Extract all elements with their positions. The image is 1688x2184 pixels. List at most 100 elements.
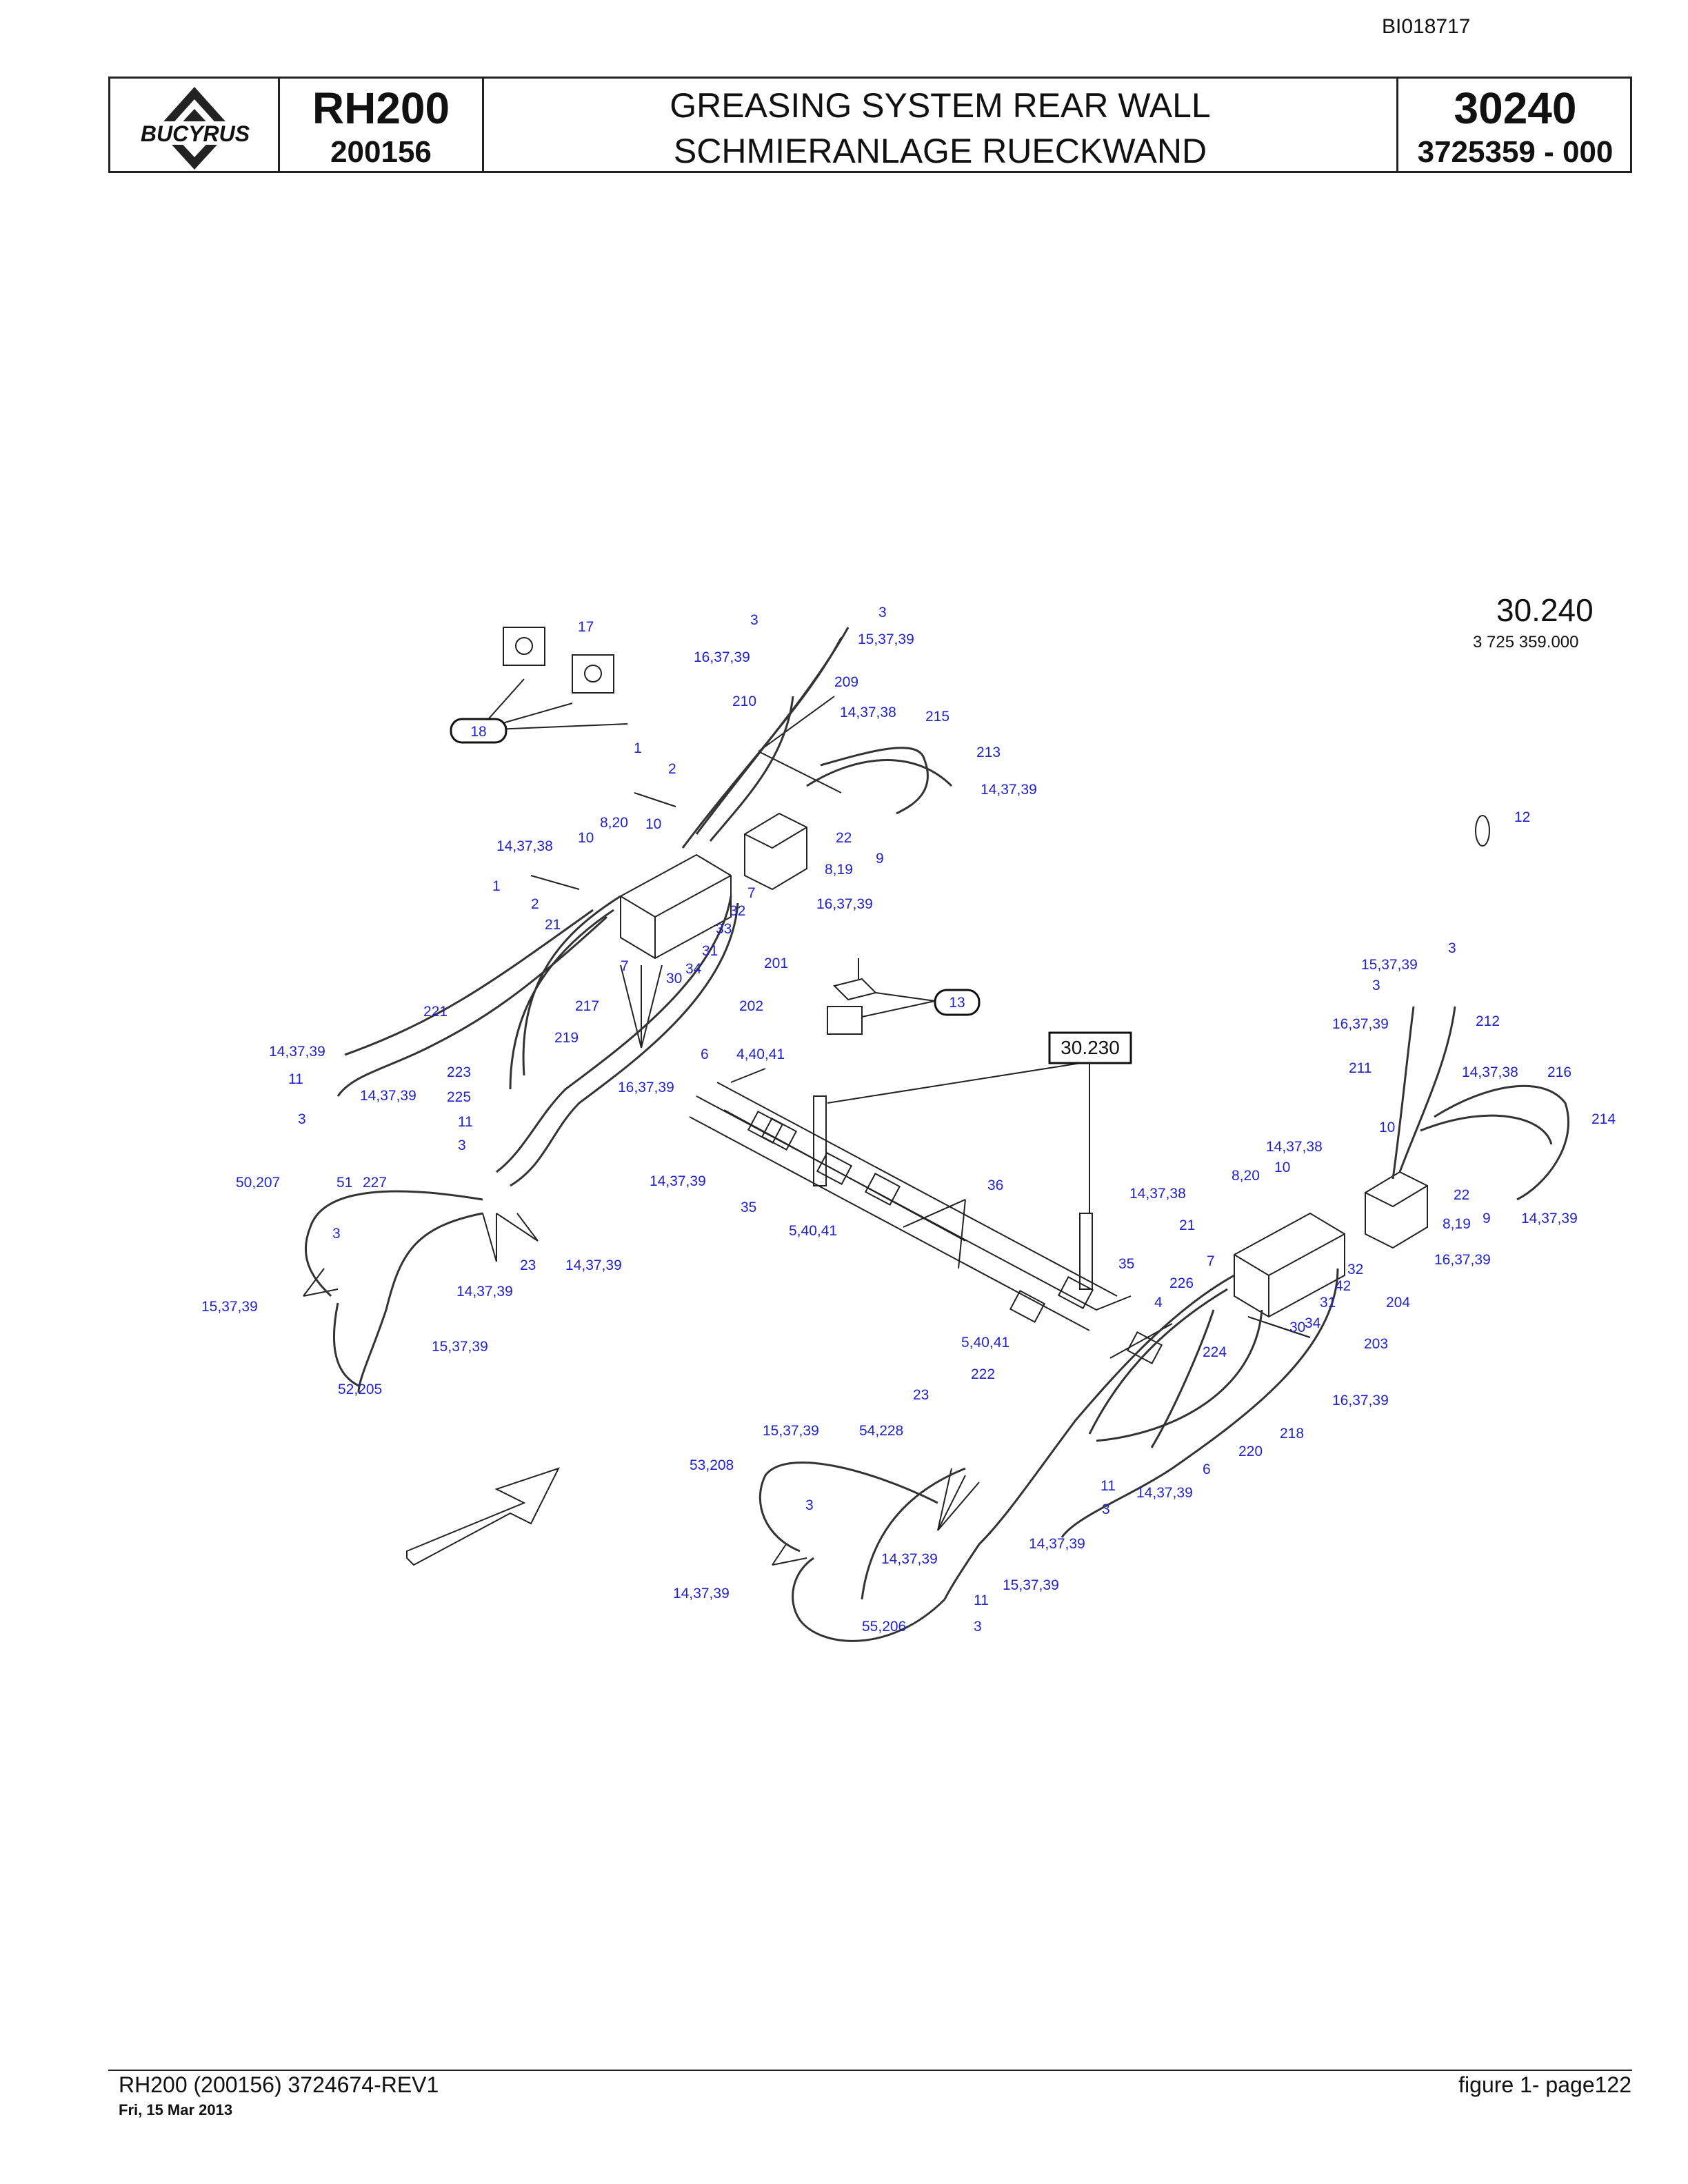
part-label: 5,40,41 — [961, 1335, 1009, 1351]
diagram-hoses — [304, 627, 1570, 1642]
part-label: 14,37,38 — [840, 705, 896, 720]
part-label: 35 — [741, 1200, 756, 1215]
drawing-ref-number: 3 725 359.000 — [1473, 633, 1579, 651]
direction-arrow-icon — [406, 1467, 560, 1566]
part-label: 15,37,39 — [432, 1339, 488, 1355]
part-label: 31 — [702, 943, 718, 959]
part-label: 215 — [925, 709, 950, 725]
part-label: 221 — [423, 1004, 448, 1020]
svg-text:BUCYRUS: BUCYRUS — [141, 121, 250, 146]
part-label: 21 — [545, 917, 561, 933]
part-label: 6 — [1203, 1462, 1211, 1477]
part-label: 23 — [520, 1257, 536, 1273]
part-label: 1 — [634, 740, 642, 756]
part-label: 220 — [1238, 1444, 1263, 1459]
callout-13-label: 13 — [949, 995, 965, 1011]
part-label: 226 — [1169, 1275, 1194, 1291]
document-id: BI018717 — [1382, 15, 1471, 38]
part-label: 14,37,39 — [1029, 1536, 1085, 1552]
model-name: RH200 — [312, 83, 450, 133]
part-label: 17 — [578, 619, 594, 635]
part-label: 217 — [575, 998, 599, 1014]
group-number: 30240 — [1454, 83, 1577, 133]
part-label: 16,37,39 — [816, 896, 873, 912]
part-label: 218 — [1280, 1426, 1304, 1442]
diagram-structure — [303, 627, 1490, 1566]
part-label: 50,207 — [236, 1175, 280, 1191]
title-german: SCHMIERANLAGE RUECKWAND — [673, 132, 1207, 170]
part-label: 14,37,38 — [1266, 1139, 1323, 1155]
part-label: 7 — [621, 958, 629, 974]
part-label: 55,206 — [862, 1619, 906, 1635]
part-label: 36 — [987, 1177, 1003, 1193]
part-label: 203 — [1364, 1336, 1388, 1352]
part-label: 4,40,41 — [736, 1046, 785, 1062]
part-label: 16,37,39 — [1434, 1252, 1491, 1268]
part-label: 216 — [1547, 1064, 1571, 1080]
part-label: 12 — [1514, 809, 1530, 825]
model-cell: RH200 200156 — [280, 79, 484, 171]
part-label: 3 — [458, 1138, 466, 1153]
part-label: 8,20 — [1232, 1168, 1260, 1184]
part-label: 2 — [531, 896, 539, 912]
part-label: 2 — [668, 761, 676, 777]
part-label: 3 — [750, 612, 758, 628]
part-label: 8,19 — [1443, 1216, 1471, 1232]
part-label: 3 — [298, 1111, 306, 1127]
part-label: 22 — [836, 830, 852, 846]
part-label: 14,37,39 — [456, 1284, 513, 1300]
part-label: 54,228 — [859, 1423, 903, 1439]
part-label: 8,20 — [600, 815, 628, 831]
part-label: 9 — [1483, 1211, 1491, 1226]
part-label: 32 — [730, 903, 745, 919]
part-label: 15,37,39 — [201, 1299, 258, 1315]
serial-number: 200156 — [330, 135, 432, 169]
part-label: 9 — [876, 851, 884, 867]
part-label: 3 — [1102, 1502, 1110, 1517]
callout-18-label: 18 — [470, 724, 486, 740]
part-label: 21 — [1179, 1217, 1195, 1233]
part-label: 4 — [1154, 1295, 1163, 1311]
part-label: 16,37,39 — [618, 1080, 674, 1095]
part-label: 11 — [458, 1114, 473, 1130]
part-number: 3725359 - 000 — [1417, 135, 1614, 169]
footer-divider — [108, 2070, 1632, 2071]
part-label: 3 — [805, 1497, 814, 1513]
part-label: 11 — [1101, 1478, 1116, 1494]
part-label: 51 — [336, 1175, 352, 1191]
callout-18: 18 — [450, 718, 508, 744]
part-label: 14,37,38 — [1129, 1186, 1186, 1202]
part-label: 33 — [716, 921, 732, 937]
title-cell: GREASING SYSTEM REAR WALL SCHMIERANLAGE … — [484, 79, 1398, 171]
part-label: 14,37,39 — [650, 1173, 706, 1189]
part-label: 10 — [578, 830, 594, 846]
part-label: 224 — [1203, 1344, 1227, 1360]
part-label: 52,205 — [338, 1382, 382, 1397]
part-label: 222 — [971, 1366, 995, 1382]
part-label: 15,37,39 — [1003, 1577, 1059, 1593]
part-label: 3 — [1448, 940, 1456, 956]
part-label: 212 — [1476, 1013, 1500, 1029]
part-label: 16,37,39 — [694, 649, 750, 665]
part-label: 42 — [1335, 1278, 1351, 1294]
brand-cell: BUCYRUS — [110, 79, 280, 171]
part-label: 14,37,39 — [565, 1257, 622, 1273]
title-english: GREASING SYSTEM REAR WALL — [670, 86, 1211, 125]
part-label: 53,208 — [690, 1457, 734, 1473]
part-label: 14,37,39 — [981, 782, 1037, 798]
part-label: 14,37,39 — [269, 1044, 325, 1060]
part-label: 201 — [764, 956, 788, 971]
part-label: 3 — [1372, 978, 1380, 993]
part-label: 15,37,39 — [1361, 957, 1418, 973]
part-label: 30 — [1289, 1320, 1305, 1335]
reference-box: 30.230 — [1048, 1031, 1132, 1064]
part-label: 10 — [645, 816, 661, 832]
part-label: 5,40,41 — [789, 1223, 837, 1239]
part-label: 14,37,39 — [673, 1586, 730, 1601]
part-label: 16,37,39 — [1332, 1393, 1389, 1408]
part-label: 202 — [739, 998, 763, 1014]
part-label: 213 — [976, 745, 1001, 760]
part-label: 11 — [974, 1593, 989, 1608]
part-label: 32 — [1347, 1262, 1363, 1277]
